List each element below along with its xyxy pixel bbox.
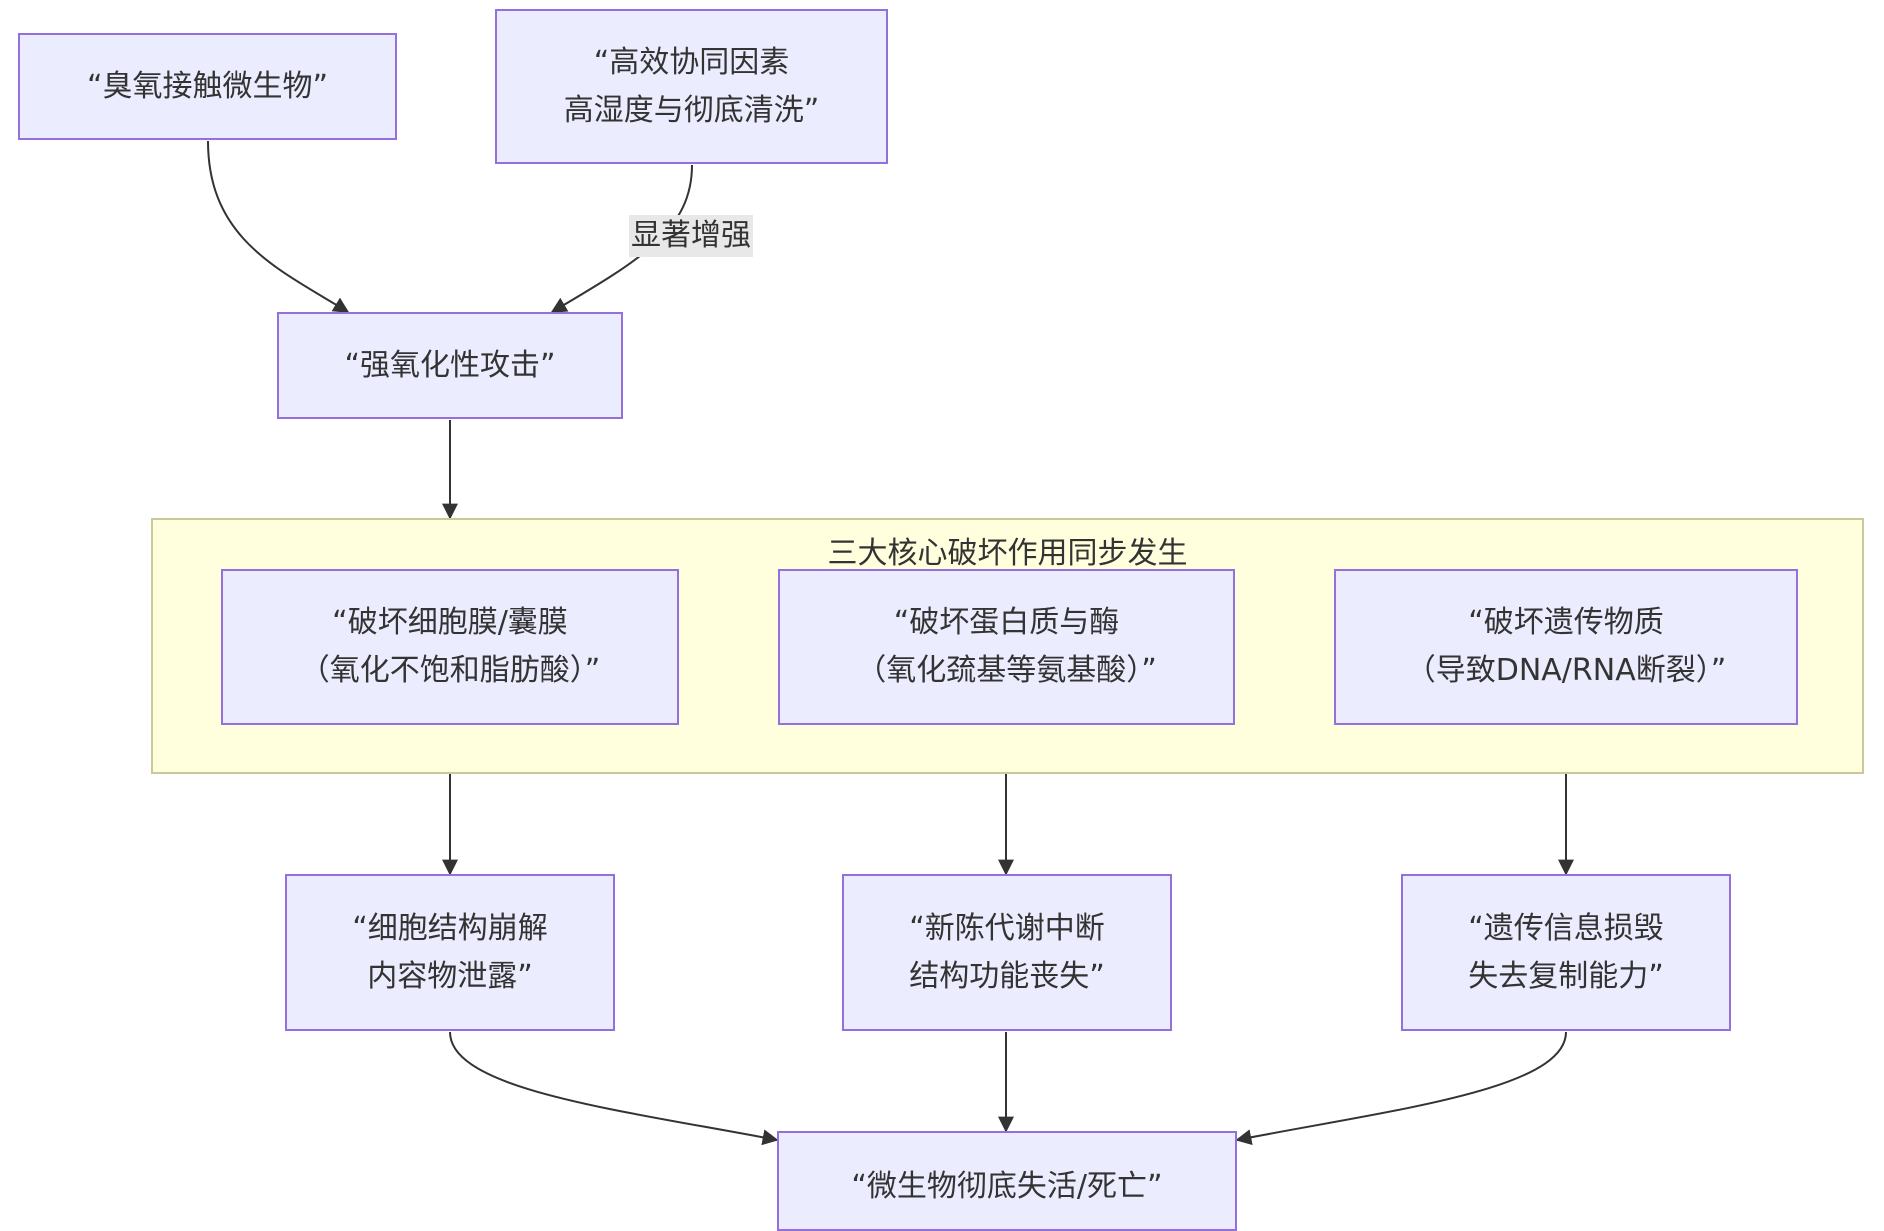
node-cell-collapse: “细胞结构崩解 内容物泄露” [285,874,615,1031]
node-genetic-info-loss: “遗传信息损毁 失去复制能力” [1401,874,1731,1031]
node-oxidative-attack: “强氧化性攻击” [277,312,623,419]
edge-ozone-to-attack [207,140,350,313]
edge-collapse-to-death [449,1031,779,1146]
node-membrane-damage: “破坏细胞膜/囊膜 （氧化不饱和脂肪酸）” [221,569,679,725]
node-protein-damage: “破坏蛋白质与酶 （氧化巯基等氨基酸）” [778,569,1235,725]
node-metabolism-halt: “新陈代谢中断 结构功能丧失” [842,874,1172,1031]
edge-label-significant-enhance: 显著增强 [629,215,753,257]
node-ozone-contact: “臭氧接触微生物” [18,33,397,140]
node-microbe-death: “微生物彻底失活/死亡” [777,1131,1237,1231]
edge-infoloss-to-death [1235,1031,1567,1146]
node-synergy-factors: “高效协同因素 高湿度与彻底清洗” [495,9,888,164]
cluster-title: 三大核心破坏作用同步发生 [827,536,1188,571]
node-genetic-damage: “破坏遗传物质 （导致DNA/RNA断裂）” [1334,569,1798,725]
